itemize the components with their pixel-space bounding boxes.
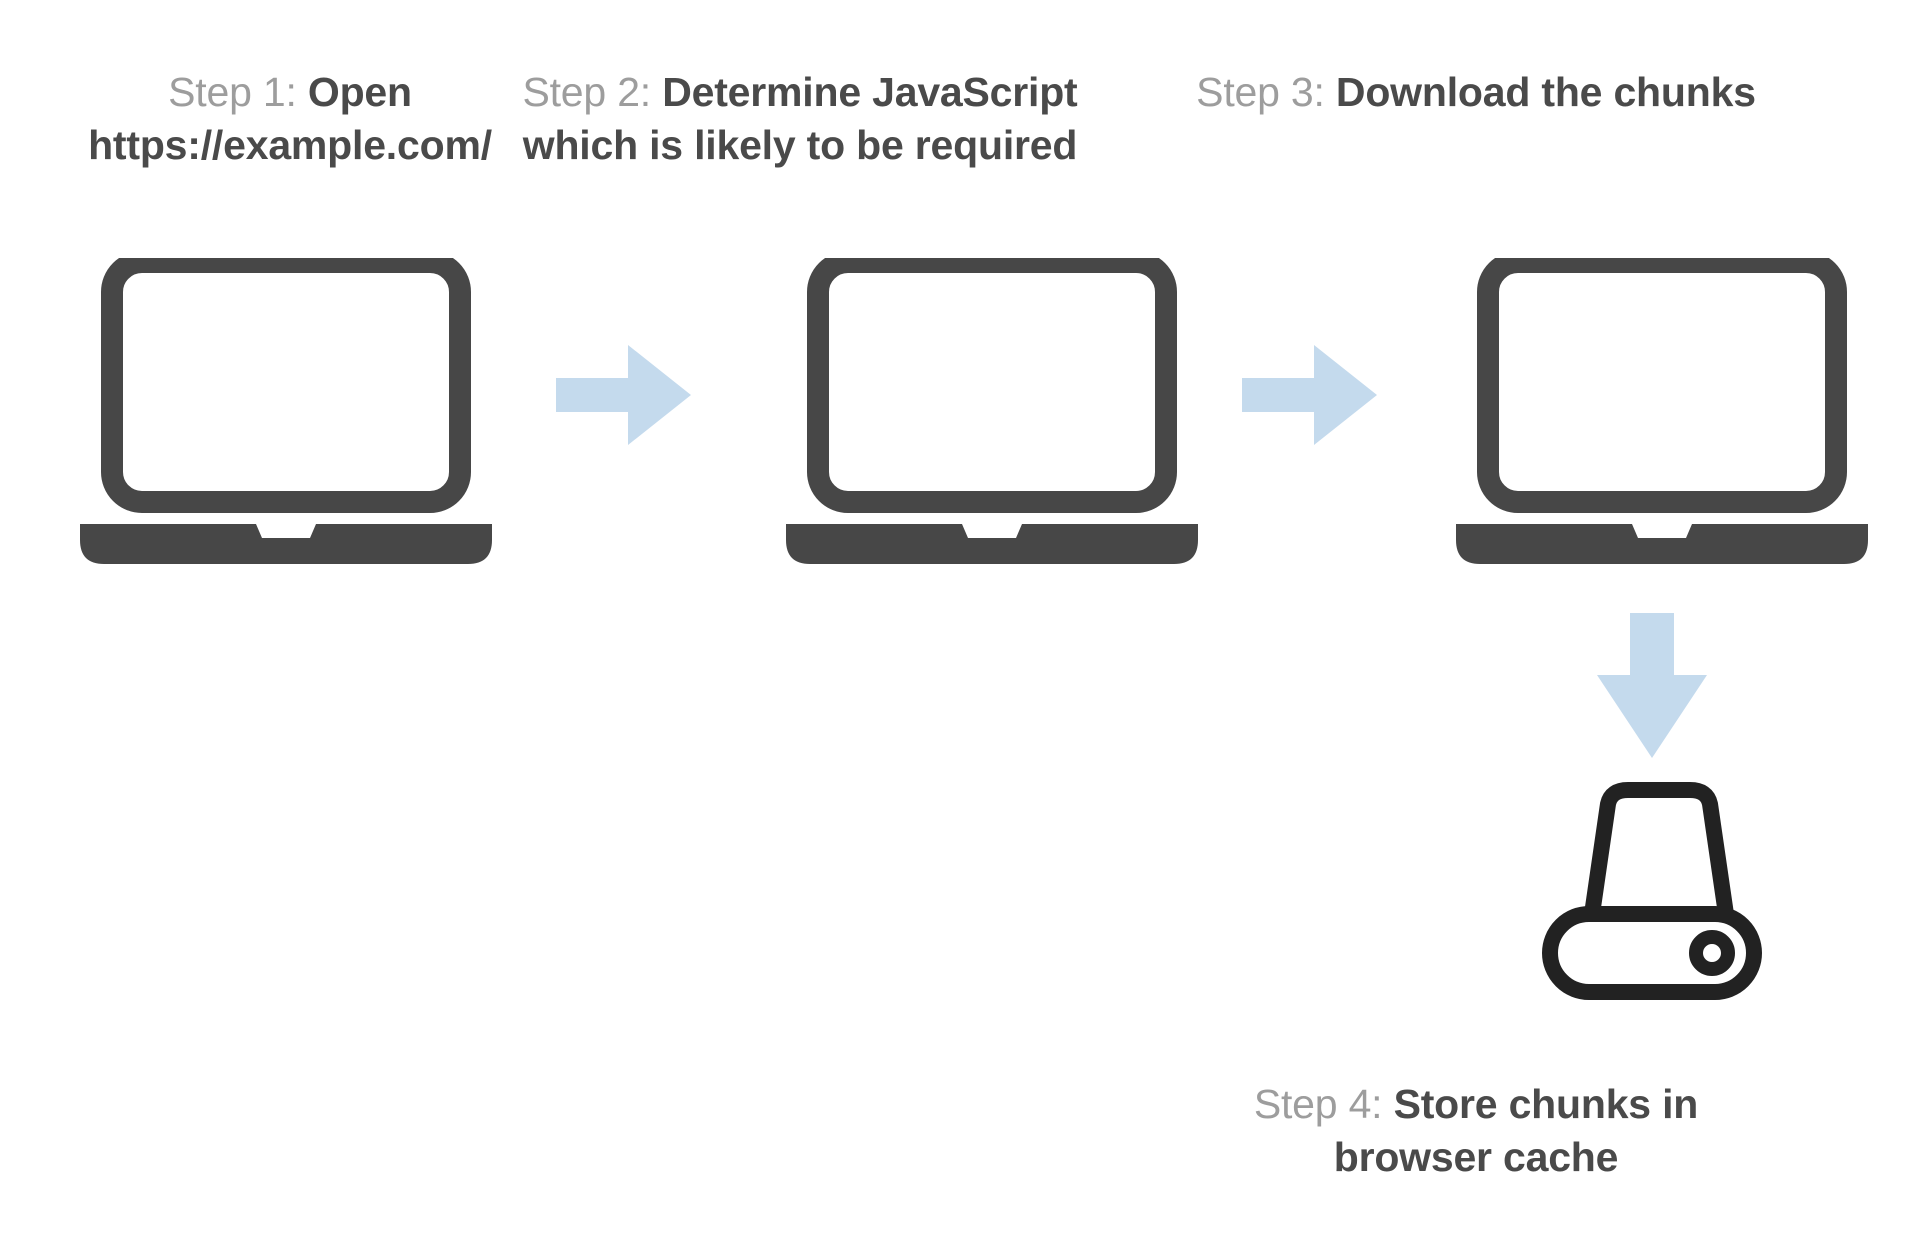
step-2-caption: Step 2: Determine JavaScript which is li… xyxy=(520,66,1080,173)
laptop-icon xyxy=(782,258,1202,568)
arrow-down-icon xyxy=(1597,613,1707,758)
arrow-right-icon xyxy=(1242,345,1377,445)
step-1-prefix: Step 1: xyxy=(168,69,297,115)
step-4-caption: Step 4: Store chunks in browser cache xyxy=(1196,1078,1756,1185)
step-1-caption: Step 1: Open https://example.com/ xyxy=(10,66,570,173)
step-4-label: Store chunks in browser cache xyxy=(1333,1081,1699,1181)
step-1-label: Open https://example.com/ xyxy=(88,69,492,169)
disk-icon xyxy=(1532,782,1772,1000)
step-2-prefix: Step 2: xyxy=(522,69,651,115)
step-2-label: Determine JavaScript which is likely to … xyxy=(522,69,1078,169)
step-3-label: Download the chunks xyxy=(1335,69,1756,115)
laptop-icon xyxy=(1452,258,1872,568)
arrow-right-icon xyxy=(556,345,691,445)
step-3-caption: Step 3: Download the chunks xyxy=(1196,66,1756,119)
step-3-prefix: Step 3: xyxy=(1196,69,1325,115)
step-4-prefix: Step 4: xyxy=(1253,1081,1383,1127)
laptop-icon xyxy=(76,258,496,568)
